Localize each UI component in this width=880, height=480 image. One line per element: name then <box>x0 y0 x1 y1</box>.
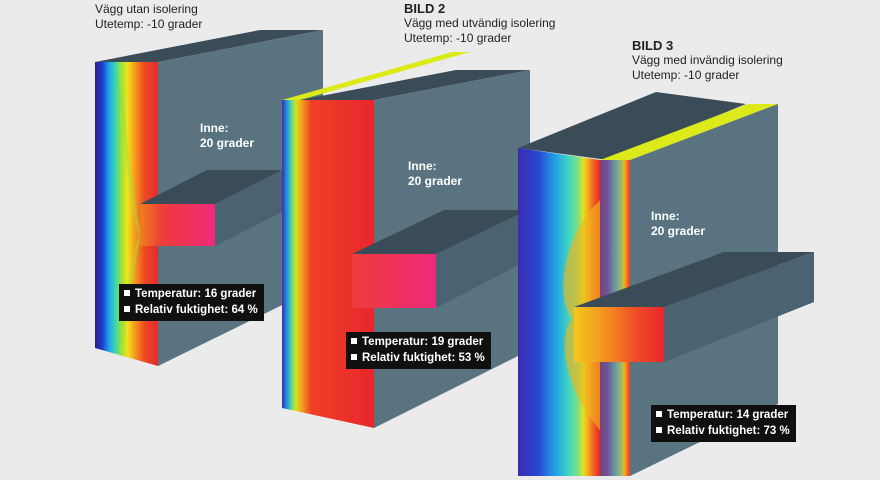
wall-1-beam-end <box>140 204 215 246</box>
infobox-3-temp-row: Temperatur: 14 grader <box>656 407 790 423</box>
inside-label-3: Inne: 20 grader <box>651 209 705 239</box>
infobox-3-hum-row: Relativ fuktighet: 73 % <box>656 423 790 439</box>
infobox-3: Temperatur: 14 grader Relativ fuktighet:… <box>651 405 796 442</box>
infobox-2: Temperatur: 19 grader Relativ fuktighet:… <box>346 332 491 369</box>
caption-1-subtitle: Vägg utan isolering <box>95 2 198 16</box>
infobox-1-hum-row: Relativ fuktighet: 64 % <box>124 302 258 318</box>
caption-3-outdoor: Utetemp: -10 grader <box>632 68 740 82</box>
bullet-icon <box>351 338 357 344</box>
wall-3 <box>518 92 814 476</box>
wall-3-top <box>518 92 746 160</box>
caption-1: Vägg utan isolering Utetemp: -10 grader <box>95 2 202 32</box>
wall-3-beam-end <box>574 307 664 362</box>
infobox-1-temperature: Temperatur: 16 grader <box>135 288 257 300</box>
bullet-icon <box>656 427 662 433</box>
inside-label-1-temp: 20 grader <box>200 136 255 150</box>
bullet-icon <box>124 290 130 296</box>
wall-3-beam-side <box>664 252 814 362</box>
caption-3-title: BILD 3 <box>632 38 674 53</box>
infobox-1-humidity: Relativ fuktighet: 64 % <box>135 304 258 316</box>
wall-1-top <box>95 30 323 62</box>
infobox-1: Temperatur: 16 grader Relativ fuktighet:… <box>119 284 264 321</box>
inside-label-1-title: Inne: <box>200 121 229 135</box>
inside-label-2: Inne: 20 grader <box>408 159 462 189</box>
inside-label-3-title: Inne: <box>651 209 680 223</box>
caption-2-title: BILD 2 <box>404 1 446 16</box>
infobox-2-humidity: Relativ fuktighet: 53 % <box>362 352 485 364</box>
wall-2-beam-end <box>352 254 436 308</box>
infobox-3-humidity: Relativ fuktighet: 73 % <box>667 425 790 437</box>
caption-2-subtitle: Vägg med utvändig isolering <box>404 16 556 30</box>
infobox-3-temperature: Temperatur: 14 grader <box>667 409 789 421</box>
bullet-icon <box>351 354 357 360</box>
bullet-icon <box>656 411 662 417</box>
wall-1-beam-side <box>215 170 282 246</box>
inside-label-3-temp: 20 grader <box>651 224 706 238</box>
infobox-2-temp-row: Temperatur: 19 grader <box>351 334 485 350</box>
caption-3: BILD 3 Vägg med invändig isolering Utete… <box>632 38 783 83</box>
inside-label-2-temp: 20 grader <box>408 174 463 188</box>
wall-1-beam-top <box>140 170 282 204</box>
caption-2-outdoor: Utetemp: -10 grader <box>404 31 512 45</box>
wall-2-top <box>300 70 530 100</box>
caption-2: BILD 2 Vägg med utvändig isolering Utete… <box>404 1 555 46</box>
wall-2-beam-top <box>352 210 528 254</box>
caption-1-outdoor: Utetemp: -10 grader <box>95 17 203 31</box>
infobox-2-temperature: Temperatur: 19 grader <box>362 336 484 348</box>
wall-2 <box>282 52 530 428</box>
wall-2-beam-side <box>436 210 528 308</box>
inside-label-2-title: Inne: <box>408 159 437 173</box>
wall-3-beam-top <box>574 252 814 307</box>
bullet-icon <box>124 306 130 312</box>
inside-label-1: Inne: 20 grader <box>200 121 254 151</box>
caption-3-subtitle: Vägg med invändig isolering <box>632 53 783 67</box>
infobox-1-temp-row: Temperatur: 16 grader <box>124 286 258 302</box>
wall-2-insulation-top <box>282 52 470 100</box>
infobox-2-hum-row: Relativ fuktighet: 53 % <box>351 350 485 366</box>
wall-3-insulation-top <box>600 104 778 160</box>
